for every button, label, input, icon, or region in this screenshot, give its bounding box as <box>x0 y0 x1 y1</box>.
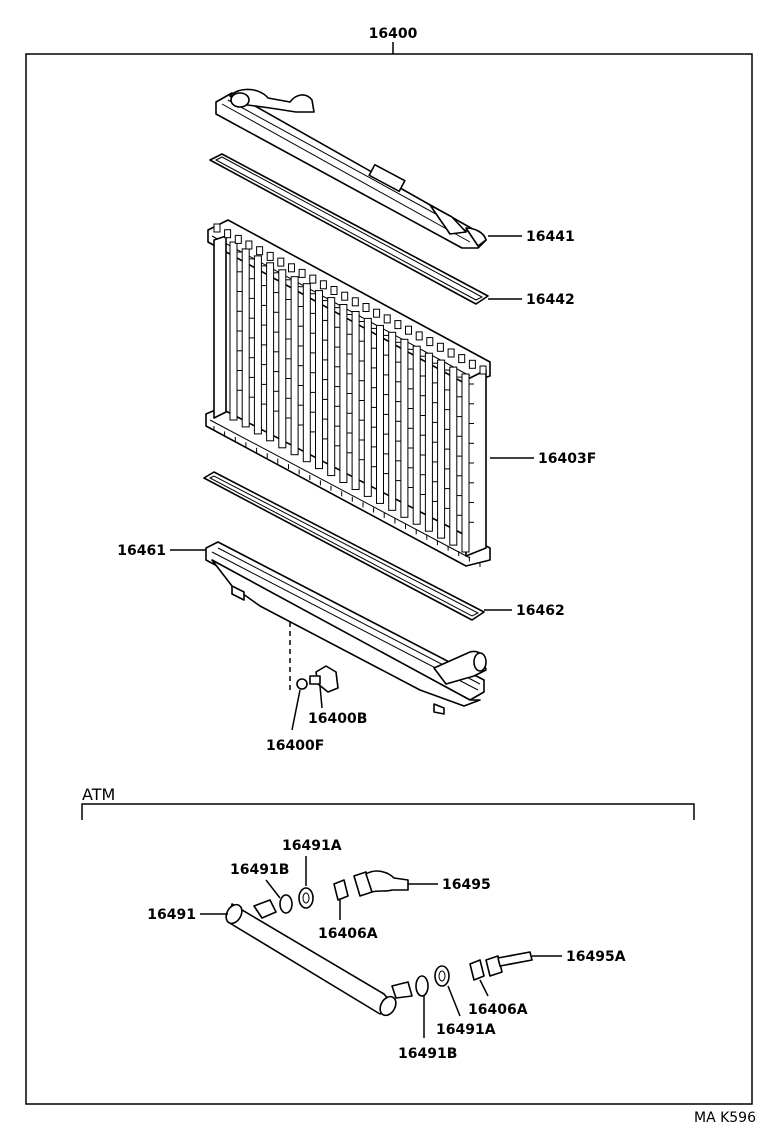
assembly-number-label: 16400 <box>369 26 418 42</box>
core-top-tooth <box>298 268 306 278</box>
gasket-lower-a <box>434 965 450 987</box>
core-tube <box>278 269 287 449</box>
core-tube <box>449 366 458 546</box>
label-gasket-lower-b: 16491B <box>398 1046 457 1062</box>
core-tube <box>327 297 336 477</box>
gasket-lower-a-hole <box>438 970 446 982</box>
leader-16406A-lower <box>479 979 489 997</box>
core-top-tooth <box>405 325 412 335</box>
label-oil-cooler-pipe: 16491 <box>147 907 196 923</box>
core-top-tooth <box>330 286 338 295</box>
core-top-tooth <box>256 246 264 256</box>
core-tube <box>412 345 421 525</box>
core-top-tooth <box>224 229 232 239</box>
core-tube <box>339 304 348 483</box>
atm-section-title: ATM <box>82 785 115 804</box>
core-top-tooth <box>351 297 359 307</box>
leader-16491A-lower <box>447 985 461 1017</box>
label-gasket-upper-a: 16491A <box>282 838 342 854</box>
core-tube <box>302 283 311 463</box>
nut-upper <box>333 879 349 901</box>
label-nut-upper: 16406A <box>318 926 378 942</box>
core-fins-top <box>213 223 487 375</box>
lower-gasket <box>203 471 485 621</box>
drain-cock-plug <box>309 665 339 693</box>
core-top-tooth <box>458 354 466 364</box>
gasket-upper-b <box>279 894 293 914</box>
figure-code: MA K596 <box>694 1110 756 1126</box>
nut-lower <box>469 959 485 981</box>
upper-tank <box>215 88 487 249</box>
core-top-tooth <box>288 263 295 273</box>
label-lower-gasket: 16462 <box>516 603 565 619</box>
core-tube <box>400 338 409 518</box>
core-top-tooth <box>394 320 402 330</box>
core-top-tooth <box>362 303 370 312</box>
core-top-tooth <box>309 274 317 284</box>
label-core: 16403F <box>538 451 596 467</box>
leader-16491B-upper <box>265 879 281 899</box>
gasket-upper-a <box>298 887 314 909</box>
core-tube <box>241 248 250 428</box>
core-top-tooth <box>426 337 434 347</box>
core-top-tooth <box>266 251 274 261</box>
core-tube <box>437 359 446 539</box>
label-hose-union: 16495 <box>442 877 491 893</box>
union-bolt <box>485 951 533 977</box>
diagram-frame <box>25 53 753 1105</box>
core-tube <box>424 352 433 532</box>
core-top-tooth <box>277 257 285 267</box>
upper-gasket <box>209 153 489 305</box>
core-top-tooth <box>245 240 253 250</box>
gasket-lower-b <box>415 975 429 997</box>
core-top-tooth <box>436 342 444 352</box>
core-tubes <box>229 241 474 553</box>
label-gasket-upper-b: 16491B <box>230 862 289 878</box>
core-top-tooth <box>468 359 476 369</box>
label-upper-gasket: 16442 <box>526 292 575 308</box>
oil-cooler-pipe <box>225 899 413 1017</box>
leader-16400B <box>319 685 323 709</box>
radiator-core <box>205 219 491 567</box>
label-gasket-lower-a: 16491A <box>436 1022 496 1038</box>
core-top-tooth <box>479 365 487 375</box>
core-top-tooth <box>447 348 455 358</box>
core-tube <box>266 262 275 442</box>
core-top-tooth <box>341 291 349 301</box>
core-tube <box>388 331 397 511</box>
label-drain-cock-oring: 16400F <box>266 738 324 754</box>
core-tube <box>229 241 238 421</box>
core-tube <box>376 324 384 504</box>
label-lower-tank: 16461 <box>117 543 166 559</box>
leader-16400F <box>291 689 301 731</box>
core-tube <box>363 317 372 497</box>
core-tube <box>315 290 323 470</box>
core-tube <box>461 373 470 553</box>
label-upper-tank: 16441 <box>526 229 575 245</box>
label-union-bolt: 16495A <box>566 949 626 965</box>
hose-union <box>353 870 409 897</box>
core-top-tooth <box>415 331 423 341</box>
core-fins-bottom <box>213 426 481 567</box>
core-tube <box>351 311 360 490</box>
gasket-upper-a-hole <box>302 892 310 904</box>
drain-cock-oring <box>296 678 308 690</box>
core-top-tooth <box>319 280 327 290</box>
lower-tank <box>205 541 487 715</box>
core-top-tooth <box>383 314 391 324</box>
atm-bracket <box>81 803 695 820</box>
label-drain-cock-plug: 16400B <box>308 711 367 727</box>
label-nut-lower: 16406A <box>468 1002 528 1018</box>
core-tube <box>290 276 299 456</box>
core-top-tooth <box>213 223 221 233</box>
core-top-tooth <box>373 308 381 318</box>
core-top-tooth <box>234 234 242 244</box>
core-tube <box>253 255 262 435</box>
